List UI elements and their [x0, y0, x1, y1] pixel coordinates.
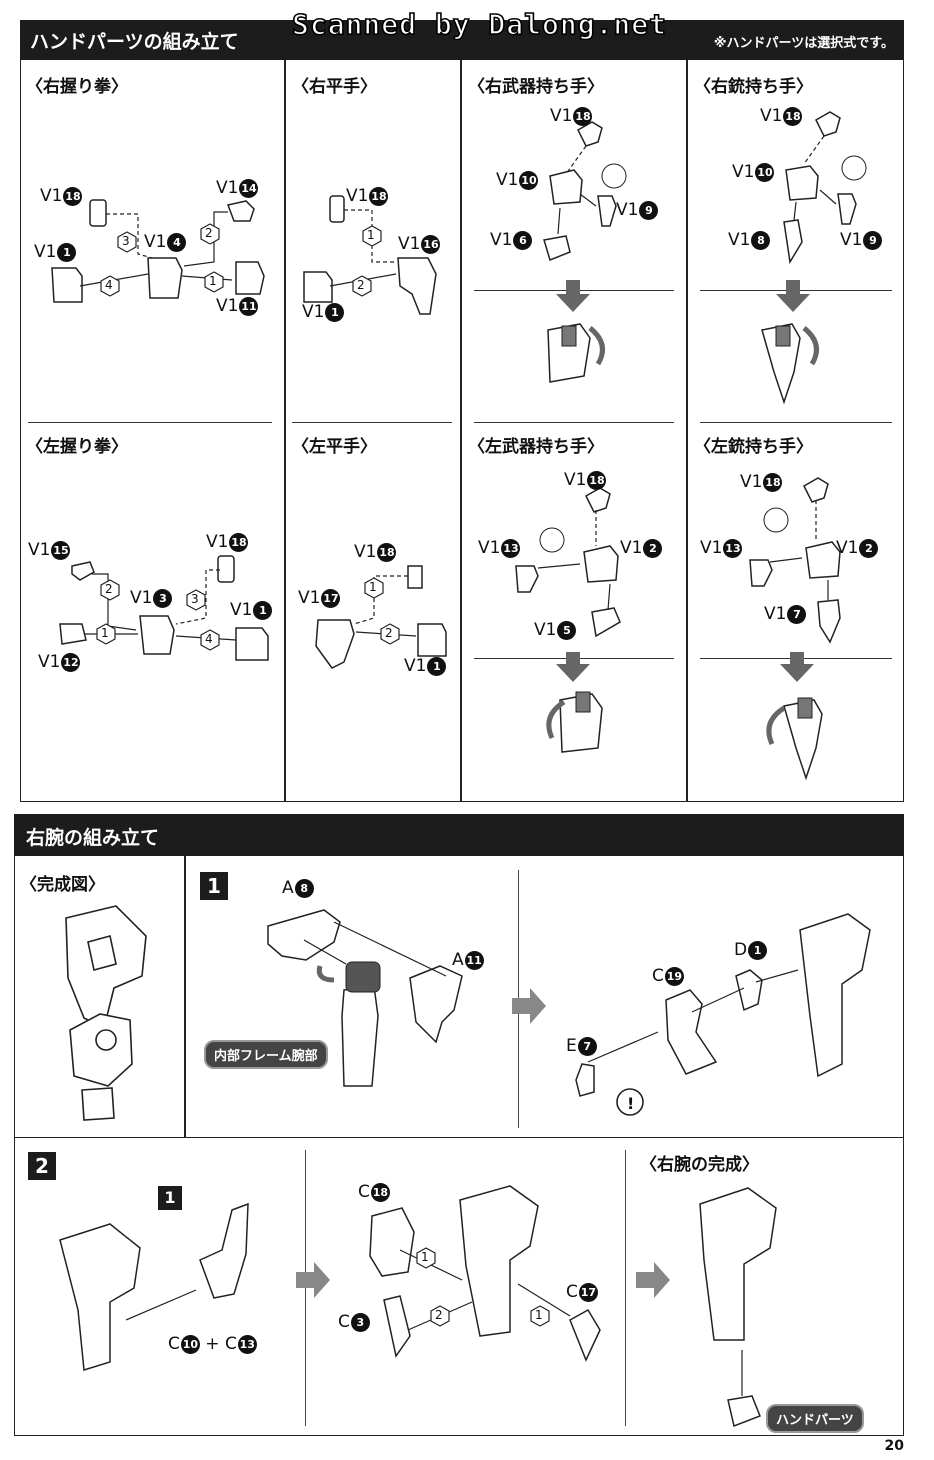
step-number: 2	[385, 626, 393, 640]
complete-view-label: 〈完成図〉	[20, 875, 105, 895]
divider	[474, 290, 674, 291]
hand-parts-label: ハンドパーツ	[766, 1404, 864, 1433]
caution-icon: !	[627, 1094, 635, 1113]
arm-title: 右腕の組み立て	[26, 827, 160, 849]
inner-frame-label: 内部フレーム腕部	[204, 1040, 328, 1069]
section-title-left-weapon: 〈左武器持ち手〉	[468, 437, 604, 457]
step-1-badge: 1	[200, 872, 228, 900]
divider	[625, 1150, 626, 1426]
section-title-right-gun: 〈右銃持ち手〉	[694, 77, 813, 97]
divider	[518, 870, 519, 1128]
step-number: 3	[122, 234, 130, 248]
step-number: 4	[105, 278, 113, 292]
section-title-left-gun: 〈左銃持ち手〉	[694, 437, 813, 457]
page-number: 20	[884, 1438, 904, 1454]
step-number: 1	[367, 228, 375, 242]
step-number: 1	[535, 1308, 543, 1322]
step-number: 1	[369, 580, 377, 594]
divider	[292, 422, 452, 423]
step-number: 1	[421, 1250, 429, 1264]
ref-step-badge: 1	[158, 1186, 182, 1210]
divider	[700, 422, 892, 423]
divider	[28, 422, 272, 423]
divider	[184, 856, 186, 1138]
divider	[474, 658, 674, 659]
arm-step1-panel	[14, 856, 904, 1138]
selection-note: ※ハンドパーツは選択式です。	[713, 36, 894, 51]
section-title-left-open: 〈左平手〉	[292, 437, 377, 457]
step-number: 2	[435, 1308, 443, 1322]
section-title-right-weapon: 〈右武器持ち手〉	[468, 77, 604, 97]
arm-complete-label: 〈右腕の完成〉	[640, 1155, 759, 1175]
divider	[700, 658, 892, 659]
step-number: 1	[209, 274, 217, 288]
divider	[686, 60, 688, 802]
step-number: 3	[191, 592, 199, 606]
section-title-left-fist: 〈左握り拳〉	[26, 437, 128, 457]
arm-header-bar: 右腕の組み立て	[14, 814, 904, 856]
hand-parts-header-bar: ハンドパーツの組み立て ※ハンドパーツは選択式です。	[20, 20, 904, 60]
divider	[474, 422, 674, 423]
section-title-right-fist: 〈右握り拳〉	[26, 77, 128, 97]
step-number: 2	[105, 582, 113, 596]
divider	[460, 60, 462, 802]
step-number: 2	[205, 226, 213, 240]
step-2-badge: 2	[28, 1152, 56, 1180]
divider	[284, 60, 286, 802]
section-title-right-open: 〈右平手〉	[292, 77, 377, 97]
page-title: ハンドパーツの組み立て	[30, 31, 239, 53]
watermark: Scanned by Dalong.net	[291, 7, 668, 42]
step-number: 2	[357, 278, 365, 292]
divider	[305, 1150, 306, 1426]
hand-parts-panel	[20, 60, 904, 802]
divider	[700, 290, 892, 291]
arm-step2-panel	[14, 1138, 904, 1436]
step-number: 4	[205, 632, 213, 646]
step-number: 1	[101, 626, 109, 640]
